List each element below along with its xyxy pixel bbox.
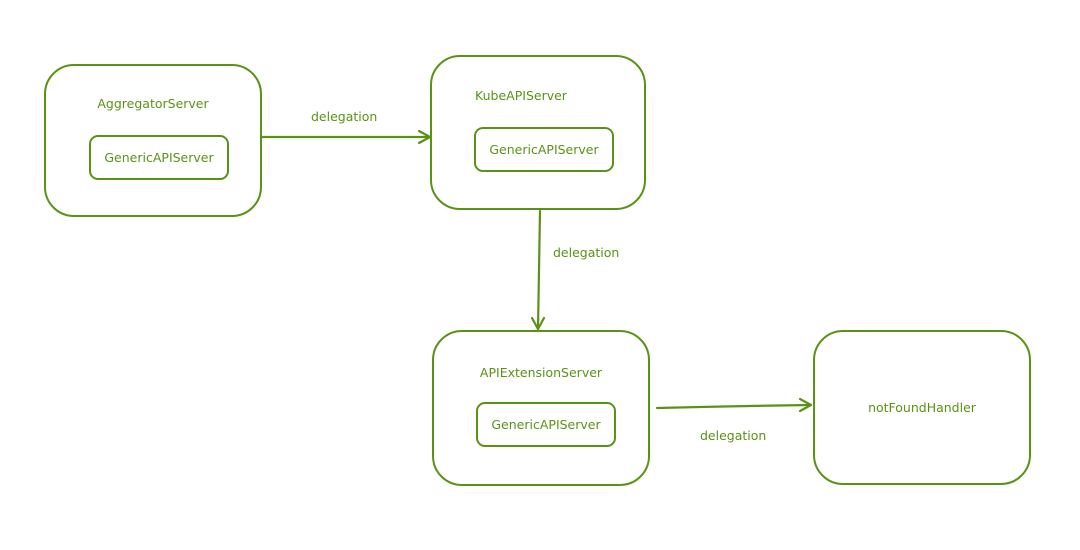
kube-api-server-title: KubeAPIServer bbox=[475, 88, 567, 103]
not-found-handler-title: notFoundHandler bbox=[868, 400, 976, 415]
arrowhead-kube-to-extension bbox=[530, 316, 546, 331]
aggregator-generic-api-server[interactable]: GenericAPIServer bbox=[89, 135, 229, 180]
api-extension-server-node[interactable]: APIExtensionServer GenericAPIServer bbox=[432, 330, 650, 486]
edge-label-extension-to-notfound: delegation bbox=[700, 428, 767, 443]
not-found-handler-node[interactable]: notFoundHandler bbox=[813, 330, 1031, 485]
edge-label-aggregator-to-kube: delegation bbox=[311, 109, 378, 124]
api-extension-server-title: APIExtensionServer bbox=[479, 365, 603, 380]
kube-generic-api-server[interactable]: GenericAPIServer bbox=[474, 127, 614, 172]
aggregator-server-title: AggregatorServer bbox=[97, 96, 209, 111]
arrow-kube-to-extension bbox=[536, 209, 542, 331]
arrowhead-aggregator-to-kube bbox=[417, 129, 432, 145]
aggregator-server-node[interactable]: AggregatorServer GenericAPIServer bbox=[44, 64, 262, 217]
kube-api-server-node[interactable]: KubeAPIServer GenericAPIServer bbox=[430, 55, 646, 210]
arrow-extension-to-notfound bbox=[655, 403, 813, 410]
extension-generic-api-server[interactable]: GenericAPIServer bbox=[476, 402, 616, 447]
arrowhead-extension-to-notfound bbox=[798, 397, 813, 413]
edge-label-kube-to-extension: delegation bbox=[553, 245, 620, 260]
